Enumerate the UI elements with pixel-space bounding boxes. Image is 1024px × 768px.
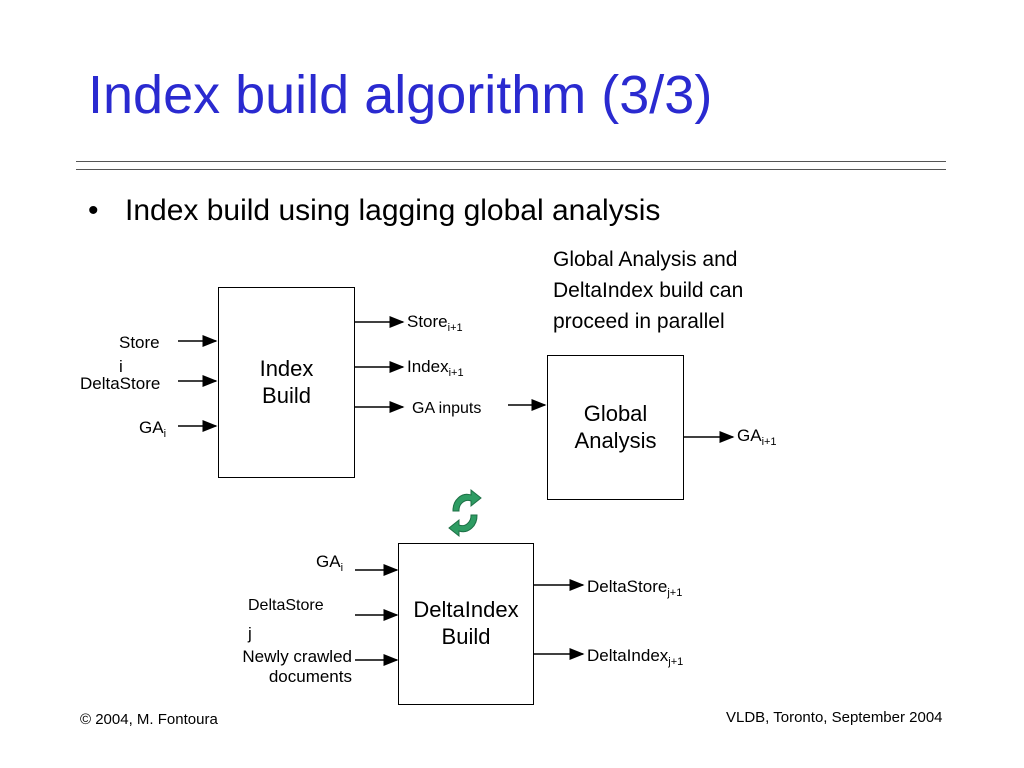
global-analysis-output-label: GAi+1 bbox=[737, 426, 777, 449]
delta-input-crawled-label: Newly crawled documents bbox=[224, 647, 352, 686]
delta-input-crawled-line-2: documents bbox=[268, 666, 352, 686]
index-build-label-line-2: Build bbox=[262, 382, 311, 408]
index-build-box: Index Build bbox=[218, 287, 355, 478]
input-store-text: Store bbox=[119, 333, 160, 352]
input-deltastore-label: DeltaStore bbox=[80, 374, 161, 393]
global-analysis-box: Global Analysis bbox=[547, 355, 684, 500]
delta-output-deltastore-text: DeltaStore bbox=[587, 577, 668, 596]
delta-input-crawled-line-1: Newly crawled bbox=[242, 647, 352, 666]
delta-index-build-label-line-1: DeltaIndex bbox=[413, 597, 519, 623]
output-store-subscript: i+1 bbox=[447, 322, 463, 334]
input-ga-text: GA bbox=[139, 418, 164, 437]
footer-copyright: © 2004, M. Fontoura bbox=[80, 711, 218, 728]
delta-input-deltastore-label: DeltaStore bbox=[248, 597, 324, 614]
output-ga-inputs-label: GA inputs bbox=[412, 400, 482, 417]
note-line-1: Global Analysis and bbox=[553, 248, 738, 271]
title-divider-top bbox=[76, 161, 946, 162]
delta-input-ga-text: GA bbox=[316, 552, 341, 571]
delta-output-deltastore-label: DeltaStorej+1 bbox=[587, 577, 682, 600]
output-store-label: Storei+1 bbox=[407, 312, 463, 335]
delta-output-deltaindex-subscript: j+1 bbox=[668, 656, 684, 668]
index-build-label-line-1: Index bbox=[259, 355, 314, 381]
delta-input-ga-label: GAi bbox=[316, 552, 343, 575]
input-ga-subscript: i bbox=[163, 428, 167, 440]
bullet-text: Index build using lagging global analysi… bbox=[125, 194, 661, 227]
delta-output-deltaindex-label: DeltaIndexj+1 bbox=[587, 646, 683, 669]
title-divider-bottom bbox=[76, 169, 946, 170]
footer-venue: VLDB, Toronto, September 2004 bbox=[726, 709, 943, 726]
delta-index-build-box: DeltaIndex Build bbox=[398, 543, 534, 705]
global-analysis-label-line-1: Global bbox=[583, 400, 648, 426]
delta-output-deltastore-subscript: j+1 bbox=[667, 587, 683, 599]
parallel-note: Global Analysis and DeltaIndex build can… bbox=[553, 244, 813, 337]
delta-input-deltastore-subscript: j bbox=[248, 624, 252, 643]
note-line-2: DeltaIndex build can bbox=[553, 279, 744, 302]
delta-output-deltaindex-text: DeltaIndex bbox=[587, 646, 669, 665]
global-output-text: GA bbox=[737, 426, 762, 445]
output-index-text: Index bbox=[407, 357, 449, 376]
output-index-label: Indexi+1 bbox=[407, 357, 464, 380]
bullet-marker: • bbox=[88, 194, 99, 227]
input-store-label: Store bbox=[119, 333, 160, 353]
cycle-arrows-icon bbox=[448, 488, 482, 538]
output-store-text: Store bbox=[407, 312, 448, 331]
input-store-subscript: i bbox=[119, 357, 123, 376]
global-analysis-label-line-2: Analysis bbox=[574, 427, 657, 453]
input-ga-label: GAi bbox=[139, 418, 166, 441]
slide-title: Index build algorithm (3/3) bbox=[88, 65, 713, 125]
note-line-3: proceed in parallel bbox=[553, 310, 725, 333]
output-index-subscript: i+1 bbox=[448, 367, 464, 379]
delta-index-build-label-line-2: Build bbox=[441, 624, 491, 649]
delta-input-ga-subscript: i bbox=[340, 562, 344, 574]
global-output-subscript: i+1 bbox=[761, 436, 777, 448]
